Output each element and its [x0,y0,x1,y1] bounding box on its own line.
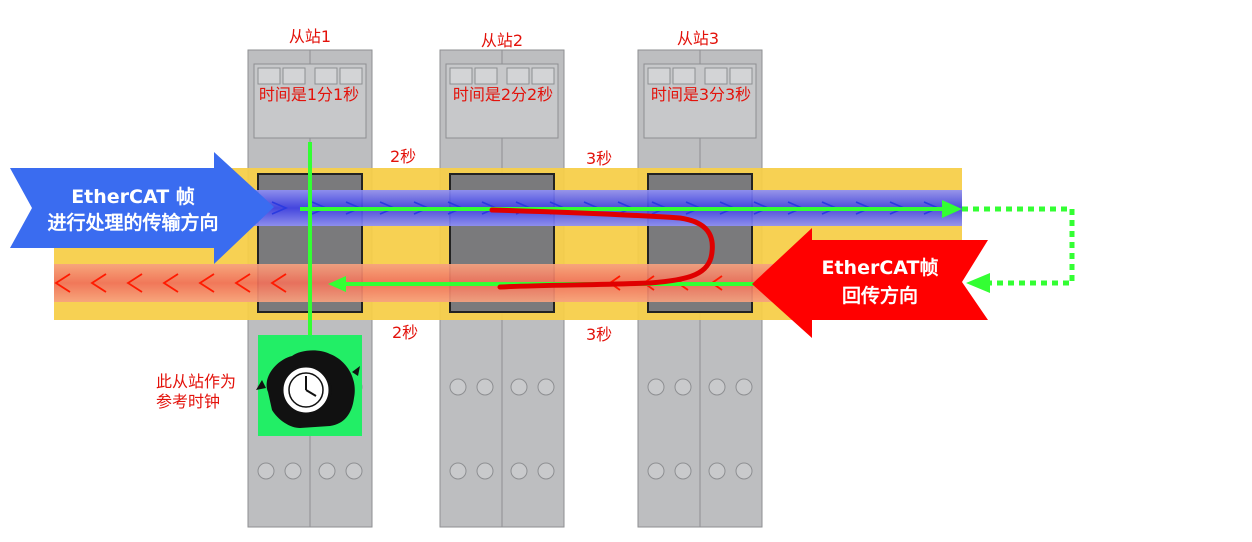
station-3-title: 从站3 [676,29,720,48]
forward-arrow-line1: EtherCAT 帧 [71,186,195,208]
frame-processing-path [489,207,715,290]
station-2-time: 时间是2分2秒 [452,85,554,104]
loopback-arrowhead [966,273,990,293]
return-arrow-shape [752,228,988,338]
stopwatch-in-hand-icon [256,335,362,436]
station-3-time: 时间是3分3秒 [650,85,752,104]
station-1-time: 时间是1分1秒 [258,85,360,104]
station-1-title: 从站1 [288,27,332,46]
delay-bottom-2: 3秒 [586,325,613,344]
return-arrow-label: EtherCAT帧 回传方向 [792,254,968,310]
reference-note-line2: 参考时钟 [156,392,221,411]
return-arrow-line1: EtherCAT帧 [821,257,939,279]
delay-top-2: 3秒 [586,149,613,168]
station-2-title: 从站2 [480,31,524,50]
reference-note-line1: 此从站作为 [156,372,237,391]
forward-flow-arrowhead [942,200,962,218]
reference-clock-note: 此从站作为 参考时钟 [156,372,236,412]
delay-bottom-1: 2秒 [392,323,419,342]
return-arrow-line2: 回传方向 [841,285,918,307]
return-flow-arrowhead [328,276,346,292]
forward-arrow-label: EtherCAT 帧 进行处理的传输方向 [28,184,238,236]
forward-arrow-shape [10,152,274,264]
loopback-dotted-line [962,206,1075,286]
delay-top-1: 2秒 [390,147,417,166]
forward-arrow-line2: 进行处理的传输方向 [47,212,219,234]
